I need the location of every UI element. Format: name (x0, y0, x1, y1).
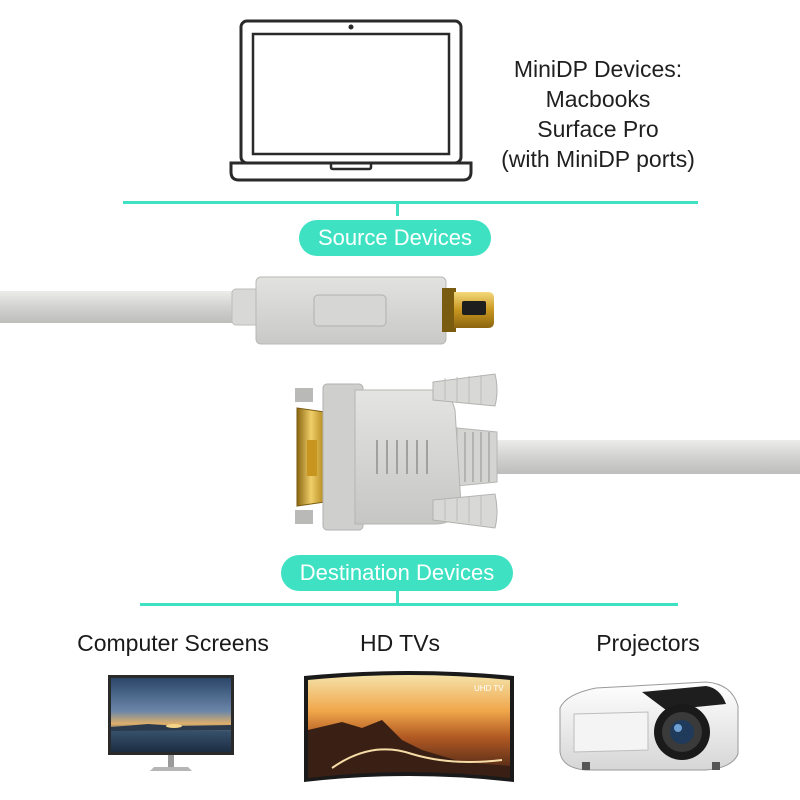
vga-connector-icon (295, 373, 800, 531)
device-label-computer-screens: Computer Screens (77, 630, 269, 656)
projector-image (559, 681, 739, 771)
source-divider (123, 201, 698, 204)
laptop-icon (229, 19, 473, 182)
source-devices-pill: Source Devices (299, 220, 491, 256)
uhd-tv-image: UHD TV (304, 671, 514, 782)
source-line-surface: Surface Pro (537, 116, 659, 142)
destination-divider-tick (396, 591, 399, 604)
device-label-projectors: Projectors (596, 630, 700, 656)
source-divider-tick (396, 203, 399, 216)
source-line-ports: (with MiniDP ports) (501, 146, 695, 172)
destination-divider (140, 603, 678, 606)
device-label-hd-tvs: HD TVs (359, 630, 441, 656)
uhd-tv-badge: UHD TV (474, 684, 504, 693)
source-devices-description: MiniDP Devices: Macbooks Surface Pro (wi… (478, 54, 718, 174)
minidp-connector-icon (0, 276, 494, 345)
source-heading: MiniDP Devices: (513, 56, 683, 82)
computer-screen-image (108, 675, 234, 771)
source-line-macbooks: Macbooks (545, 86, 651, 112)
destination-devices-pill: Destination Devices (281, 555, 513, 591)
